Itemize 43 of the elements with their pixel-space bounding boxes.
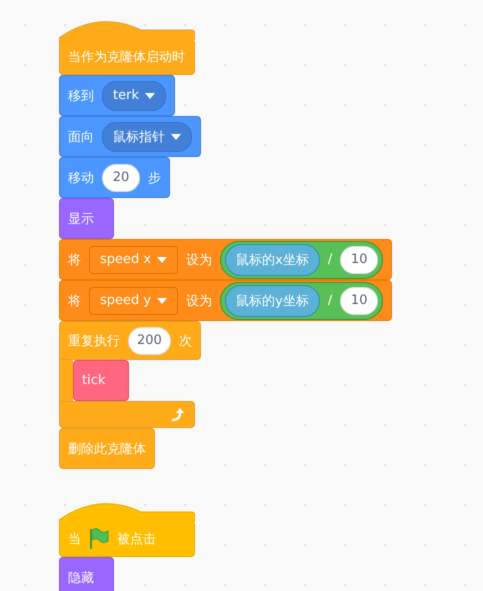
reporter-block: 鼠标的y坐标 <box>225 284 320 316</box>
block-label: tick <box>82 373 106 388</box>
block-label: 移动 <box>68 170 94 186</box>
command-block <box>59 198 114 239</box>
number-input: 10 <box>340 246 378 274</box>
block-label: 移到 <box>68 88 94 104</box>
command-block <box>73 360 129 401</box>
command-block <box>59 75 175 116</box>
block-label: 显示 <box>68 210 94 228</box>
block-label: 被点击 <box>117 530 156 548</box>
hat-block <box>59 500 195 557</box>
operator-block <box>220 240 384 278</box>
block-label: 重复执行 <box>68 332 120 350</box>
command-block <box>59 239 392 280</box>
block-label: 将 <box>68 292 81 310</box>
dropdown-menu: 鼠标指针 <box>102 122 192 152</box>
block-label: 设为 <box>186 292 212 310</box>
repeat-block <box>59 321 201 428</box>
block-label: 次 <box>178 332 192 350</box>
command-block <box>59 557 114 591</box>
command-block <box>59 116 201 157</box>
dropdown-menu: terk <box>102 80 166 110</box>
block-label: 删除此克隆体 <box>68 440 146 458</box>
block-label: / <box>328 293 332 308</box>
command-block <box>59 280 392 321</box>
hat-block <box>59 18 195 75</box>
variable-dropdown: speed y <box>89 286 178 314</box>
command-block <box>59 157 170 198</box>
block-label: 当作为克隆体启动时 <box>68 48 185 66</box>
block-label: 将 <box>68 252 81 268</box>
number-input: 10 <box>340 286 378 314</box>
block-label: 步 <box>148 170 161 186</box>
block-label: 当 <box>68 530 81 548</box>
block-label: 面向 <box>68 128 94 146</box>
number-input: 200 <box>128 326 171 354</box>
reporter-block: 鼠标的x坐标 <box>225 244 320 276</box>
block-label: / <box>328 252 332 267</box>
command-block <box>59 428 155 469</box>
number-input: 20 <box>102 164 140 192</box>
operator-block <box>220 282 384 320</box>
block-label: 隐藏 <box>68 570 94 586</box>
variable-dropdown: speed x <box>89 246 178 274</box>
block-label: 设为 <box>186 252 212 268</box>
